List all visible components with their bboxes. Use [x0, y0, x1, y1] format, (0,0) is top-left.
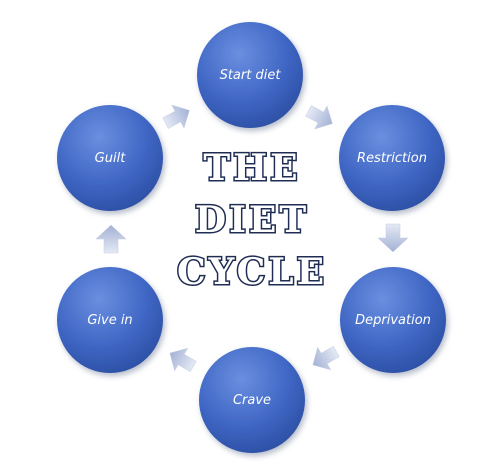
arrow-deprivation-to-crave [312, 345, 340, 371]
node-start-diet-label: Start diet [220, 68, 282, 83]
node-crave-circle [199, 347, 305, 453]
node-crave: Crave [199, 347, 305, 453]
node-crave-label: Crave [233, 393, 271, 408]
node-restriction-label: Restriction [357, 151, 427, 166]
cycle-arrows [95, 104, 409, 373]
arrow-start-diet-to-restriction [305, 105, 333, 130]
node-give-in-label: Give in [87, 313, 132, 328]
node-restriction: Restriction [339, 105, 445, 211]
node-start-diet-circle [197, 22, 303, 128]
node-give-in-circle [57, 267, 163, 373]
node-give-in: Give in [57, 267, 163, 373]
arrow-give-in-to-guilt [95, 224, 127, 254]
title-line-the: THE [203, 147, 300, 189]
node-deprivation: Deprivation [340, 267, 446, 373]
node-deprivation-label: Deprivation [355, 313, 431, 328]
title-line-diet: DIET [195, 199, 309, 241]
node-start-diet: Start diet [197, 22, 303, 128]
diagram-title: THE DIET CYCLE [175, 146, 327, 295]
title-line-cycle: CYCLE [177, 251, 327, 293]
node-guilt-label: Guilt [95, 151, 127, 166]
node-restriction-circle [339, 105, 445, 211]
node-deprivation-circle [340, 267, 446, 373]
arrow-restriction-to-deprivation [377, 223, 409, 253]
arrow-crave-to-give-in [169, 347, 197, 373]
node-guilt: Guilt [57, 105, 163, 211]
node-guilt-circle [57, 105, 163, 211]
arrow-guilt-to-start-diet [162, 104, 190, 129]
